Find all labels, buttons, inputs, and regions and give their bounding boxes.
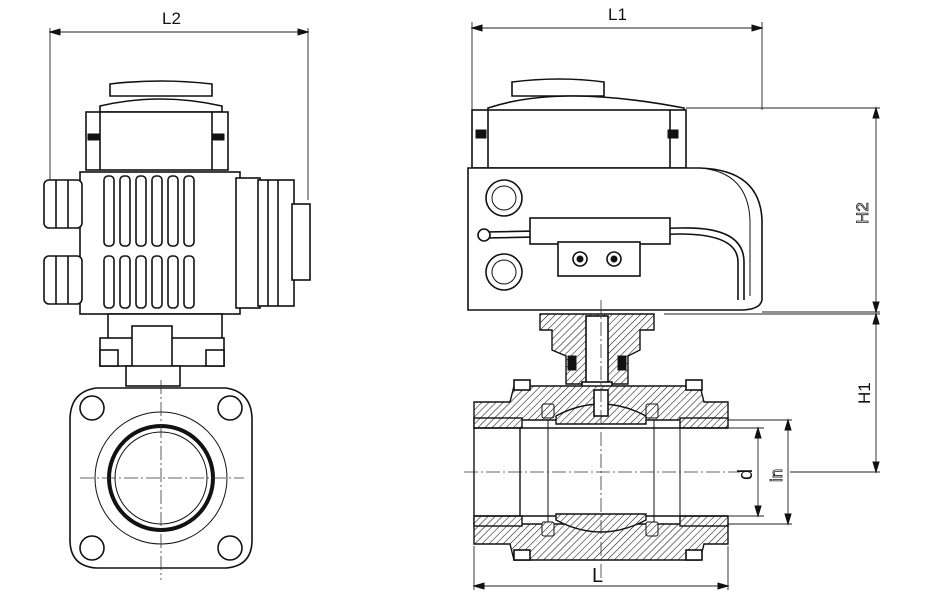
label-H1: H1 <box>855 382 874 404</box>
actuator-top-side <box>471 78 687 169</box>
actuator-top-cap-end <box>85 80 229 171</box>
mounting-bracket-end <box>99 313 225 387</box>
dim-H1: H1 <box>664 312 880 474</box>
label-in: in <box>767 469 786 482</box>
actuator-body-side <box>467 167 763 311</box>
dim-L: L <box>472 546 730 590</box>
dim-L2: L2 <box>48 9 310 200</box>
dim-H2: H2 <box>686 106 880 314</box>
actuator-body-end <box>43 171 311 315</box>
dim-d-in: d in <box>728 418 792 526</box>
label-H2: H2 <box>853 202 872 224</box>
label-L1: L1 <box>608 5 627 24</box>
end-view: L2 <box>43 9 311 580</box>
label-L: L <box>592 565 603 587</box>
label-d: d <box>735 469 757 480</box>
dim-L1: L1 <box>470 5 764 110</box>
mounting-bracket-side <box>539 313 655 397</box>
label-L2: L2 <box>162 9 181 28</box>
valve-body-section <box>464 300 740 580</box>
valve-flange-end <box>69 380 253 580</box>
side-view: L1 <box>464 5 880 590</box>
